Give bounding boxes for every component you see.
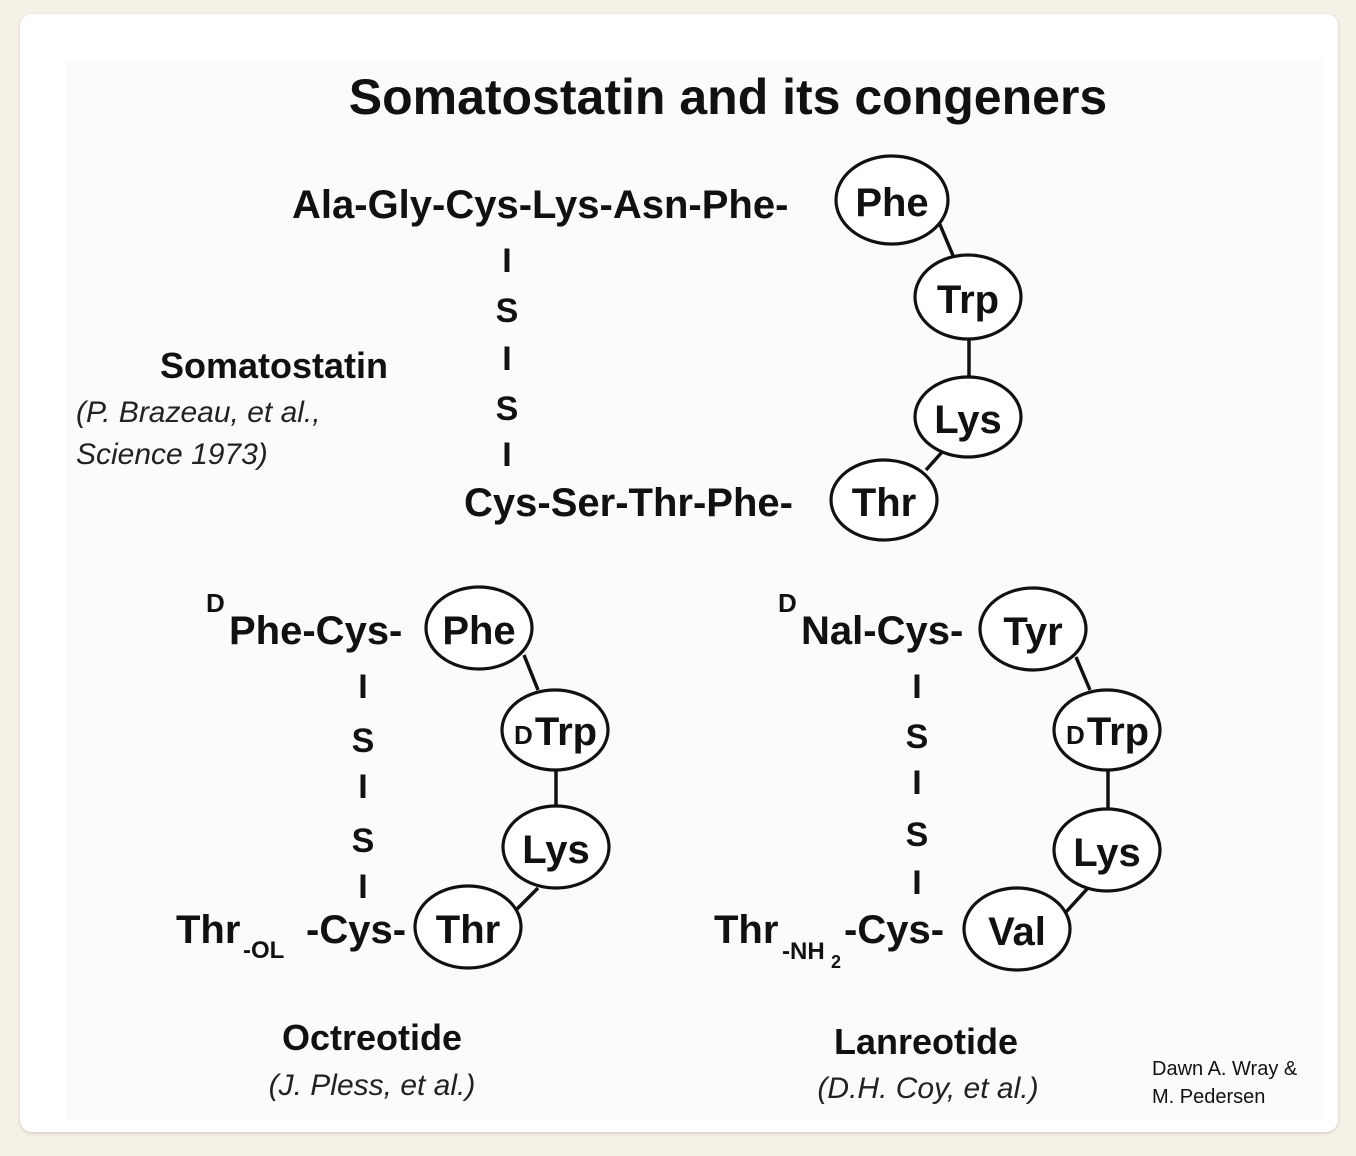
bridge-bond: I — [912, 764, 921, 802]
residue-ellipse-thr — [829, 458, 939, 542]
octreotide-bottom-thr: Thr — [176, 908, 240, 952]
residue-ellipse-lys — [1052, 807, 1162, 893]
lanreotide-bottom-subscript: -NH — [782, 938, 825, 965]
credit-line2: M. Pedersen — [1152, 1086, 1265, 1108]
bridge-bond: I — [358, 668, 367, 706]
lanreotide-top-chain: Nal-Cys- — [801, 609, 963, 653]
bridge-sulfur: S — [496, 390, 519, 428]
lanreotide-bottom-thr: Thr — [714, 908, 778, 952]
residue-ellipse-tyr — [978, 586, 1088, 672]
residue-label-phe: Phe — [442, 609, 515, 653]
bridge-bond: I — [358, 868, 367, 906]
residue-ellipse-lys — [913, 375, 1023, 459]
residue-label-thr: Thr — [852, 481, 916, 525]
bond-line — [522, 654, 540, 691]
somatostatin-diagram: Somatostatin and its congeners Ala-Gly-C… — [66, 60, 1324, 1120]
bridge-sulfur: S — [352, 822, 375, 860]
lanreotide-d-prefix: D — [778, 588, 797, 618]
octreotide-bottom-subscript: -OL — [243, 937, 284, 964]
bond-line — [1074, 656, 1092, 691]
somatostatin-bottom-chain: Cys-Ser-Thr-Phe- — [464, 481, 793, 525]
bridge-bond: I — [502, 436, 511, 474]
octreotide-bottom-cys: -Cys- — [306, 908, 406, 952]
residue-ellipse-lys — [501, 804, 611, 890]
residue-label-lys: Lys — [934, 398, 1001, 442]
diagram-title: Somatostatin and its congeners — [349, 69, 1107, 125]
bridge-bond: I — [502, 340, 511, 378]
residue-label-tyr: Tyr — [1003, 610, 1062, 654]
residue-label-thr: Thr — [436, 908, 500, 952]
bridge-sulfur: S — [496, 292, 519, 330]
lanreotide-structure: D Nal-Cys- Tyr D Trp Lys Thr -NH 2 -Cys-… — [714, 586, 1162, 1105]
residue-ellipse-val — [962, 886, 1072, 972]
residue-ellipse-phe — [424, 585, 534, 671]
residue-label-trp: Trp — [535, 710, 597, 754]
octreotide-name: Octreotide — [282, 1017, 462, 1058]
somatostatin-name: Somatostatin — [160, 345, 388, 386]
residue-ellipse-trp — [913, 253, 1023, 341]
octreotide-citation: (J. Pless, et al.) — [269, 1069, 476, 1102]
residue-label-trp: Trp — [1087, 710, 1149, 754]
bridge-bond: I — [912, 864, 921, 902]
residue-label-lys: Lys — [1073, 831, 1140, 875]
octreotide-top-chain: Phe-Cys- — [229, 609, 402, 653]
residue-d-prefix: D — [1066, 720, 1085, 750]
somatostatin-structure: Ala-Gly-Cys-Lys-Asn-Phe- Phe Trp Lys Cys… — [76, 154, 1023, 542]
bridge-bond: I — [358, 768, 367, 806]
residue-ellipse-phe — [834, 154, 950, 246]
bridge-bond: I — [502, 242, 511, 280]
lanreotide-bottom-subscript-2: 2 — [831, 952, 841, 972]
somatostatin-citation-line2: Science 1973) — [76, 438, 268, 471]
residue-label-trp: Trp — [937, 278, 999, 322]
residue-label-lys: Lys — [522, 828, 589, 872]
octreotide-d-prefix: D — [206, 588, 225, 618]
lanreotide-bottom-cys: -Cys- — [844, 908, 944, 952]
bond-line — [514, 886, 540, 912]
residue-d-prefix: D — [514, 720, 533, 750]
lanreotide-name: Lanreotide — [834, 1021, 1018, 1062]
bridge-sulfur: S — [906, 816, 929, 854]
residue-label-val: Val — [988, 910, 1046, 954]
bridge-sulfur: S — [906, 718, 929, 756]
residue-label-phe: Phe — [855, 181, 928, 225]
octreotide-structure: D Phe-Cys- Phe D Trp Lys Thr -OL -Cys- T… — [176, 585, 611, 1102]
credit-line1: Dawn A. Wray & — [1152, 1058, 1298, 1080]
bond-line — [1064, 886, 1090, 914]
figure-card: Somatostatin and its congeners Ala-Gly-C… — [20, 14, 1338, 1132]
somatostatin-top-chain: Ala-Gly-Cys-Lys-Asn-Phe- — [292, 183, 788, 227]
lanreotide-citation: (D.H. Coy, et al.) — [817, 1072, 1038, 1105]
somatostatin-citation-line1: (P. Brazeau, et al., — [76, 396, 321, 429]
diagram-canvas: Somatostatin and its congeners Ala-Gly-C… — [76, 69, 1298, 1108]
residue-ellipse-dtrp — [1052, 688, 1162, 772]
residue-ellipse-thr — [413, 884, 523, 970]
bridge-sulfur: S — [352, 722, 375, 760]
residue-ellipse-dtrp — [500, 688, 610, 772]
bridge-bond: I — [912, 668, 921, 706]
